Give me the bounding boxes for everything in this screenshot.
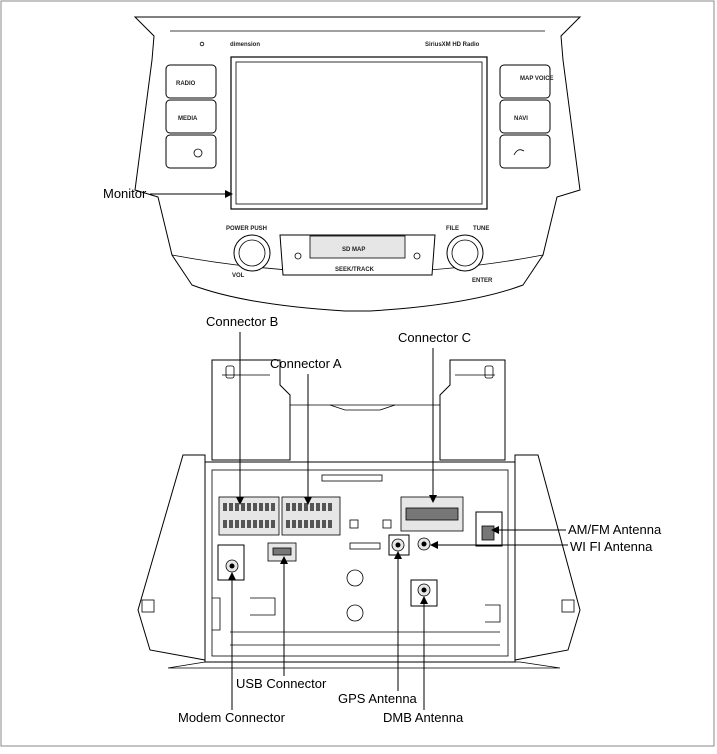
right-wing [514, 454, 581, 661]
enter-label: ENTER [472, 278, 493, 284]
radio-logos: SiriusXM HD Radio [425, 42, 480, 48]
navi-button-label: NAVI [514, 116, 528, 122]
left-top-bracket [211, 359, 291, 461]
phone-icon [193, 148, 203, 158]
call-icon [513, 149, 525, 156]
modem-connector-label: Modem Connector [178, 710, 286, 725]
media-button-label: MEDIA [178, 116, 198, 122]
radio-button-label: RADIO [176, 81, 196, 87]
file-label: FILE [446, 226, 459, 232]
vol-label: VOL [232, 273, 245, 279]
monitor-screen [230, 56, 488, 210]
monitor-label: Monitor [103, 186, 147, 201]
gps-antenna-label: GPS Antenna [338, 691, 418, 706]
wifi-antenna-label: WI FI Antenna [570, 539, 653, 554]
rear-chassis [137, 359, 581, 669]
connector-a [281, 496, 341, 536]
connector-b [218, 496, 280, 536]
rear-housing [204, 461, 516, 663]
map-voice-button [499, 64, 551, 99]
navi-button [499, 99, 551, 134]
media-button [165, 99, 217, 134]
connector-a-label: Connector A [270, 356, 342, 371]
map-voice-label: MAP VOICE [520, 76, 554, 82]
seek-track-label: SEEK/TRACK [335, 267, 375, 273]
connector-b-label: Connector B [206, 314, 278, 329]
am-fm-antenna-label: AM/FM Antenna [568, 522, 662, 537]
power-push-label: POWER PUSH [226, 226, 267, 232]
connector-c-label: Connector C [398, 330, 471, 345]
usb-connector-label: USB Connector [236, 676, 327, 691]
call-button [499, 134, 551, 169]
brand-logo: dimension [230, 42, 260, 48]
phone-button [165, 134, 217, 169]
dmb-antenna-label: DMB Antenna [383, 710, 464, 725]
sd-map-label: SD MAP [342, 247, 365, 253]
sd-slot [309, 235, 406, 259]
front-panel: dimension SiriusXM HD Radio RADIO MEDIA … [133, 16, 582, 312]
radio-button [165, 64, 217, 99]
tune-label: TUNE [473, 226, 489, 232]
left-wing [137, 454, 206, 661]
